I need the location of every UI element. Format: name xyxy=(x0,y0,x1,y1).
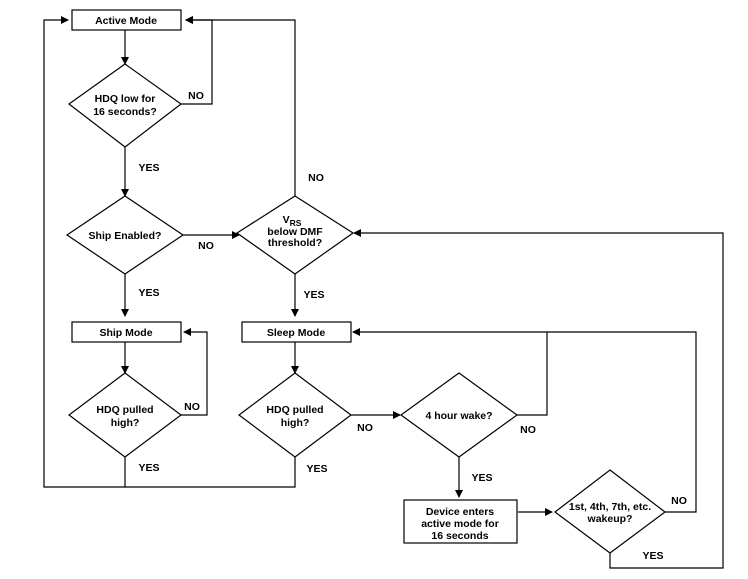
ship-enabled-label: Ship Enabled? xyxy=(89,230,162,242)
hdq-low-line1: HDQ low for xyxy=(95,93,156,105)
node-vrs-decision: VRS below DMF threshold? xyxy=(235,195,355,275)
edge-label-yes-nth-wakeup: YES xyxy=(642,550,663,562)
nth-wakeup-line1: 1st, 4th, 7th, etc. xyxy=(569,501,651,513)
hdq-pulled-sleep-line1: HDQ pulled xyxy=(266,404,323,416)
arrow-4hr-no-to-sleep-mode xyxy=(352,328,548,416)
hdq-pulled-ship-line1: HDQ pulled xyxy=(96,404,153,416)
node-hdq-low-decision: HDQ low for 16 seconds? xyxy=(67,63,183,148)
edge-label-no-nth-wakeup: NO xyxy=(671,495,687,507)
edge-label-no-hdq-pulled-sleep: NO xyxy=(357,422,373,434)
nth-wakeup-line2: wakeup? xyxy=(587,513,633,525)
node-ship-enabled-decision: Ship Enabled? xyxy=(65,195,185,275)
node-active-mode: Active Mode xyxy=(71,9,182,31)
vrs-line3: threshold? xyxy=(268,237,322,249)
sleep-mode-label: Sleep Mode xyxy=(267,327,326,339)
hdq-pulled-sleep-line2: high? xyxy=(281,417,310,429)
vrs-sub: RS xyxy=(290,218,302,228)
edge-label-yes-hdq-pulled-sleep: YES xyxy=(306,463,327,475)
device-enters-line1: Device enters xyxy=(426,506,494,518)
device-enters-line2: active mode for xyxy=(421,518,499,530)
edge-label-yes-vrs: YES xyxy=(303,289,324,301)
vrs-line1: VRS xyxy=(283,214,302,228)
edge-label-yes-hdq-low: YES xyxy=(138,162,159,174)
arrow-vrs-no-to-active xyxy=(185,16,296,196)
edge-label-yes-hdq-pulled-ship: YES xyxy=(138,462,159,474)
edge-label-no-hdq-low: NO xyxy=(188,90,204,102)
edge-label-yes-4hr: YES xyxy=(471,472,492,484)
node-hdq-pulled-high-ship-decision: HDQ pulled high? xyxy=(68,372,182,458)
hdq-pulled-ship-line2: high? xyxy=(111,417,140,429)
four-hour-wake-label: 4 hour wake? xyxy=(425,410,492,422)
line-nth-wakeup-no-to-sleep xyxy=(547,331,697,513)
active-mode-label: Active Mode xyxy=(95,15,157,27)
node-nth-wakeup-decision: 1st, 4th, 7th, etc. wakeup? xyxy=(554,469,666,554)
vrs-v: V xyxy=(283,214,290,226)
arrow-nth-wakeup-yes-to-vrs xyxy=(353,229,724,569)
edge-label-no-ship-enabled: NO xyxy=(198,240,214,252)
edge-label-no-4hr: NO xyxy=(520,424,536,436)
edge-label-no-hdq-pulled-ship: NO xyxy=(184,401,200,413)
hdq-low-line2: 16 seconds? xyxy=(93,106,157,118)
edge-label-yes-ship-enabled: YES xyxy=(138,287,159,299)
arrow-hdq-pulled-ship-no-to-ship-mode xyxy=(181,328,208,416)
node-ship-mode: Ship Mode xyxy=(71,321,182,343)
node-hdq-pulled-high-sleep-decision: HDQ pulled high? xyxy=(238,372,352,458)
connectors xyxy=(43,16,724,569)
ship-mode-label: Ship Mode xyxy=(99,327,152,339)
node-sleep-mode: Sleep Mode xyxy=(241,321,352,343)
edge-labels: NO YES NO NO YES YES NO YES YES NO NO YE… xyxy=(138,90,686,562)
node-4-hour-wake-decision: 4 hour wake? xyxy=(399,372,519,458)
device-enters-line3: 16 seconds xyxy=(431,530,488,542)
edge-label-no-vrs: NO xyxy=(308,172,324,184)
vrs-line2: below DMF xyxy=(267,226,323,238)
arrow-yes-return-to-active xyxy=(43,16,296,488)
node-device-enters-active: Device enters active mode for 16 seconds xyxy=(403,499,518,544)
